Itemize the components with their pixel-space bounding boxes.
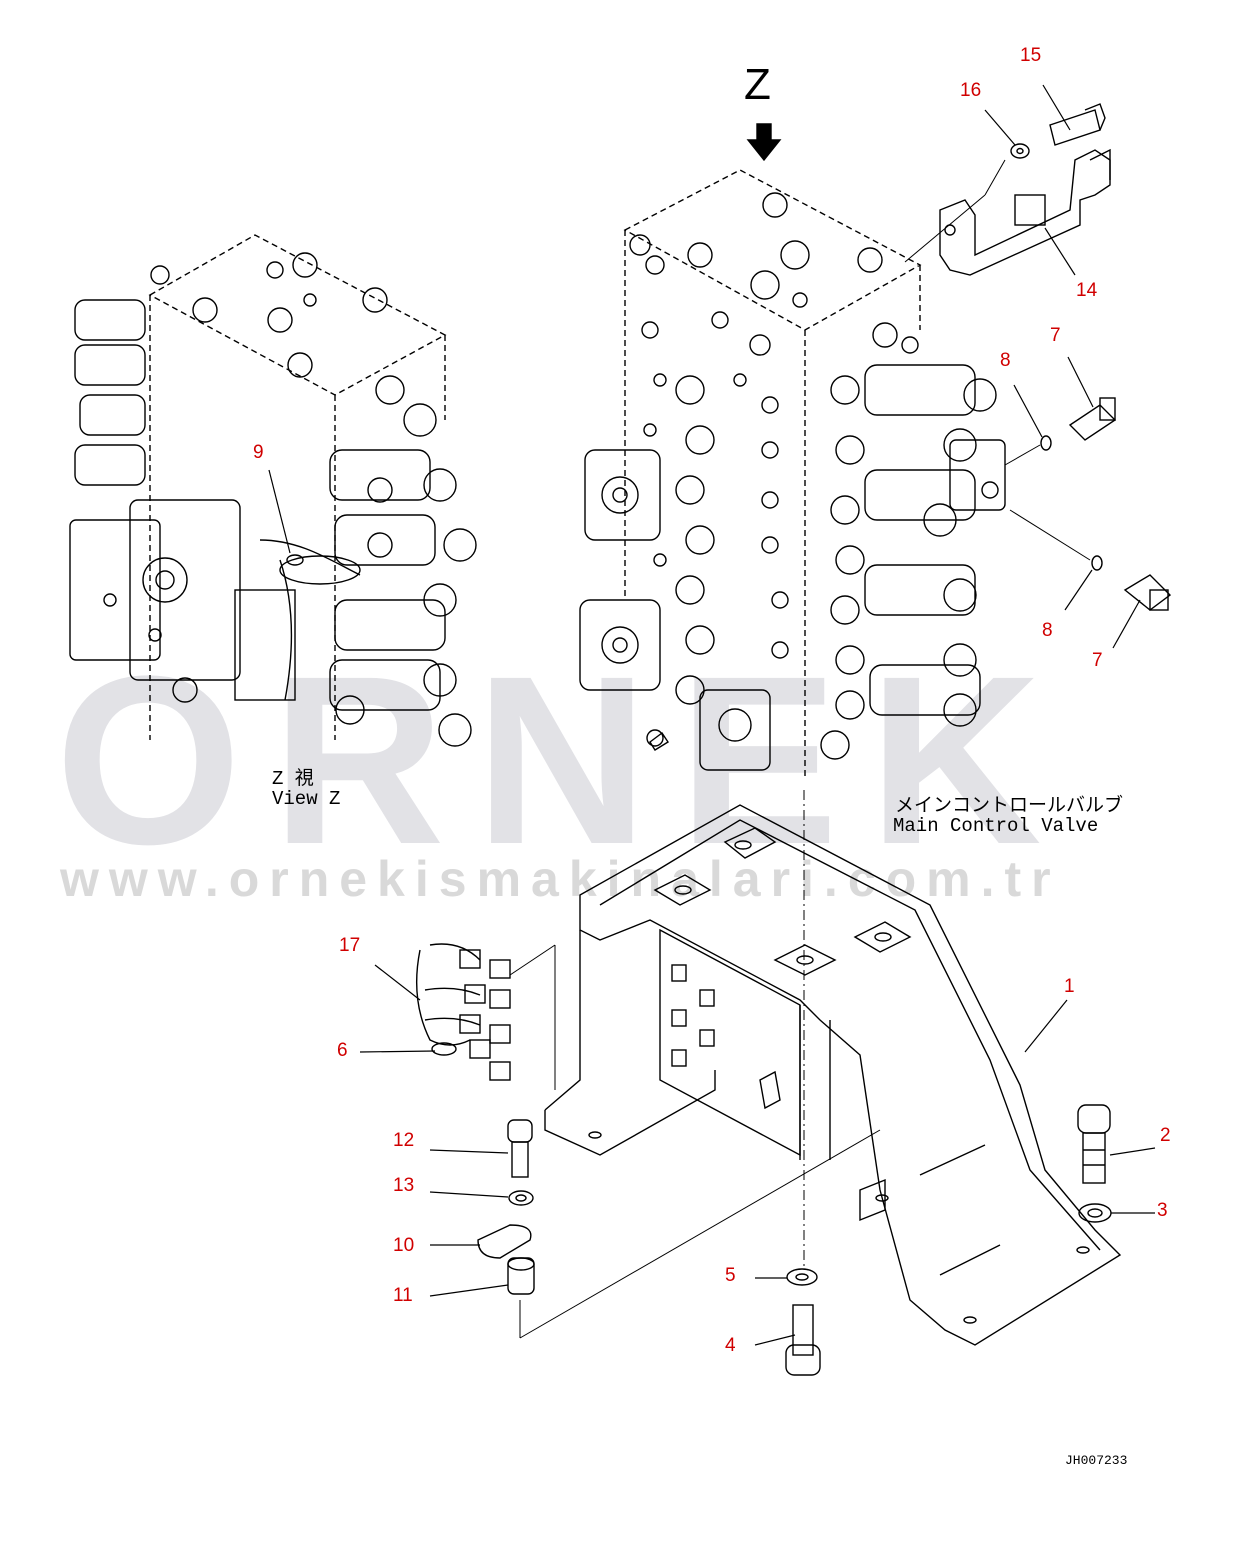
watermark-url: www.ornekismakinalari.com.tr (60, 851, 1061, 907)
callout-15[interactable]: 15 (1020, 45, 1042, 66)
view-z-valve-assembly (69, 234, 477, 747)
view-letter: Z (744, 60, 771, 109)
wiring-harness (286, 554, 511, 1081)
callout-7b[interactable]: 7 (1092, 650, 1103, 671)
main-control-valve-label-jp: メインコントロールバルブ (895, 795, 1124, 817)
main-control-valve-assembly (579, 169, 1006, 780)
callout-6[interactable]: 6 (337, 1040, 348, 1061)
drawing-code: JH007233 (1065, 1453, 1128, 1468)
view-z-label-jp: Z 視 (272, 768, 314, 790)
callout-8a[interactable]: 8 (1000, 350, 1011, 371)
callout-12[interactable]: 12 (393, 1130, 415, 1151)
callout-2[interactable]: 2 (1160, 1125, 1171, 1146)
callout-14[interactable]: 14 (1076, 280, 1098, 301)
callout-8b[interactable]: 8 (1042, 620, 1053, 641)
callout-11[interactable]: 11 (393, 1285, 413, 1306)
main-control-valve-label-en: Main Control Valve (893, 815, 1099, 837)
callout-16[interactable]: 16 (960, 80, 982, 101)
leader-lines (268, 84, 1156, 1346)
callout-5[interactable]: 5 (725, 1265, 736, 1286)
mounting-frame (544, 804, 1122, 1346)
pressure-sensors (1040, 397, 1172, 611)
view-z-label-en: View Z (272, 788, 341, 810)
view-z-arrow (746, 123, 782, 162)
callout-17[interactable]: 17 (339, 935, 361, 956)
callout-9[interactable]: 9 (253, 442, 264, 463)
callout-1[interactable]: 1 (1064, 976, 1075, 997)
bracket-assembly (939, 103, 1111, 276)
callout-13[interactable]: 13 (393, 1175, 415, 1196)
callout-7a[interactable]: 7 (1050, 325, 1061, 346)
callout-10[interactable]: 10 (393, 1235, 415, 1256)
callout-4[interactable]: 4 (725, 1335, 736, 1356)
hardware (477, 1104, 1112, 1376)
callout-3[interactable]: 3 (1157, 1200, 1168, 1221)
